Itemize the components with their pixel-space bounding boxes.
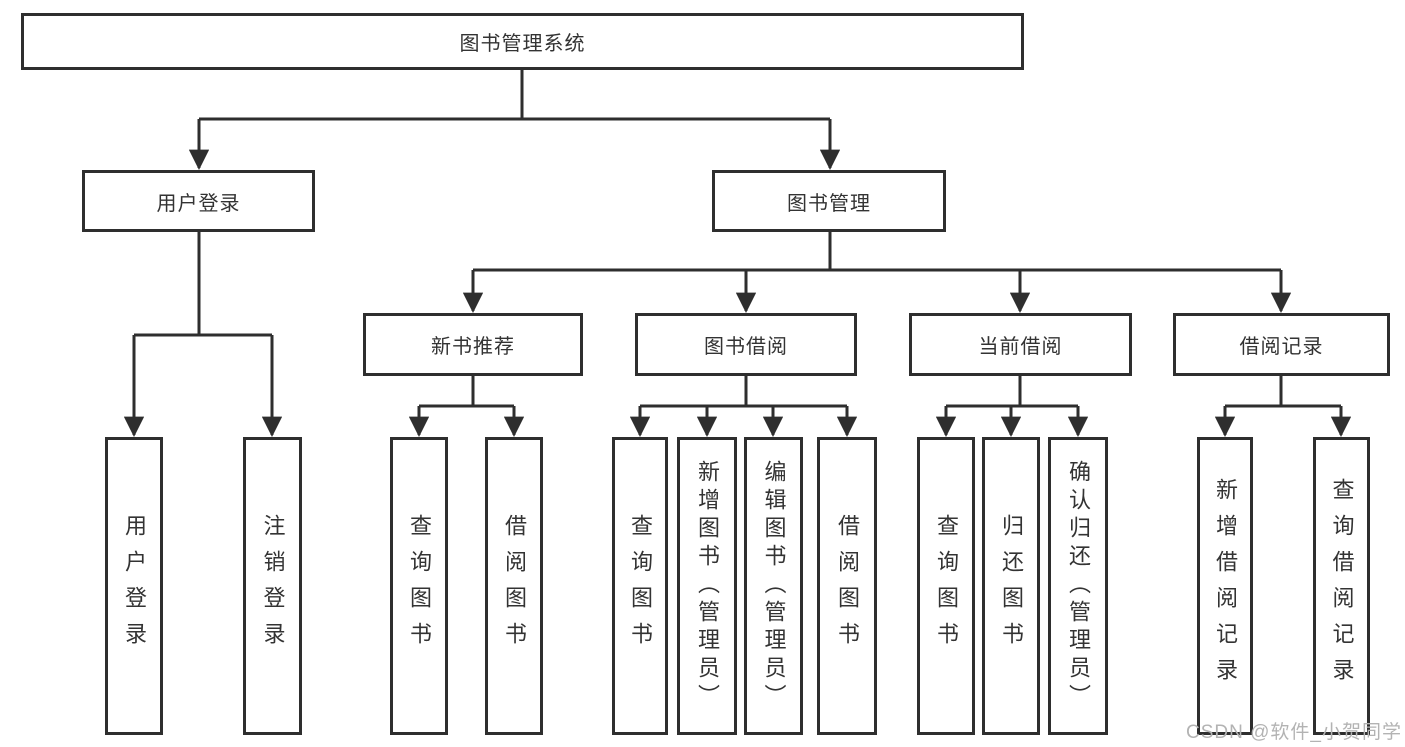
node-current-borrowing: 当前借阅	[909, 313, 1132, 376]
leaf-borrow-query-books-label: 查询图书	[628, 514, 653, 658]
node-borrowing-records-label: 借阅记录	[1239, 336, 1324, 358]
leaf-newbook-borrow-books-label: 借阅图书	[502, 514, 527, 658]
leaf-current-query-books-label: 查询图书	[934, 514, 959, 658]
leaf-records-query-record-label: 查询借阅记录	[1329, 478, 1355, 694]
node-new-book-recommend: 新书推荐	[363, 313, 583, 376]
leaf-current-confirm-return-admin: 确认归还（管理员）	[1048, 437, 1108, 735]
node-borrowing-records: 借阅记录	[1173, 313, 1390, 376]
leaf-borrow-add-books-admin: 新增图书（管理员）	[677, 437, 737, 735]
leaf-borrow-edit-books-admin: 编辑图书（管理员）	[744, 437, 803, 735]
leaf-borrow-borrow-books-label: 借阅图书	[835, 514, 860, 658]
leaf-records-add-record: 新增借阅记录	[1197, 437, 1253, 735]
node-user-login-branch-label: 用户登录	[156, 192, 241, 215]
leaf-borrow-borrow-books: 借阅图书	[817, 437, 877, 735]
leaf-borrow-add-books-admin-label: 新增图书（管理员）	[695, 460, 720, 712]
node-book-borrowing: 图书借阅	[635, 313, 857, 376]
node-current-borrowing-label: 当前借阅	[978, 336, 1063, 358]
node-book-management-label: 图书管理	[787, 192, 871, 215]
leaf-records-query-record: 查询借阅记录	[1313, 437, 1370, 735]
node-library-system: 图书管理系统	[21, 13, 1024, 70]
node-book-management: 图书管理	[712, 170, 946, 232]
leaf-logout-label: 注销登录	[260, 514, 286, 658]
leaf-user-login: 用户登录	[105, 437, 163, 735]
leaf-borrow-edit-books-admin-label: 编辑图书（管理员）	[761, 460, 787, 712]
leaf-current-confirm-return-admin-label: 确认归还（管理员）	[1066, 460, 1091, 712]
watermark: CSDN @软件_小贺同学	[1186, 722, 1402, 743]
leaf-newbook-borrow-books: 借阅图书	[485, 437, 543, 735]
leaf-current-return-books-label: 归还图书	[999, 514, 1024, 658]
node-user-login-branch: 用户登录	[82, 170, 315, 232]
leaf-records-add-record-label: 新增借阅记录	[1213, 478, 1238, 694]
leaf-newbook-query-books-label: 查询图书	[407, 514, 432, 658]
leaf-borrow-query-books: 查询图书	[612, 437, 668, 735]
node-library-system-label: 图书管理系统	[459, 33, 586, 55]
leaf-user-login-label: 用户登录	[122, 514, 147, 658]
node-book-borrowing-label: 图书借阅	[704, 336, 788, 358]
leaf-current-query-books: 查询图书	[917, 437, 975, 735]
leaf-logout: 注销登录	[243, 437, 302, 735]
leaf-current-return-books: 归还图书	[982, 437, 1040, 735]
leaf-newbook-query-books: 查询图书	[390, 437, 448, 735]
node-new-book-recommend-label: 新书推荐	[431, 336, 515, 358]
